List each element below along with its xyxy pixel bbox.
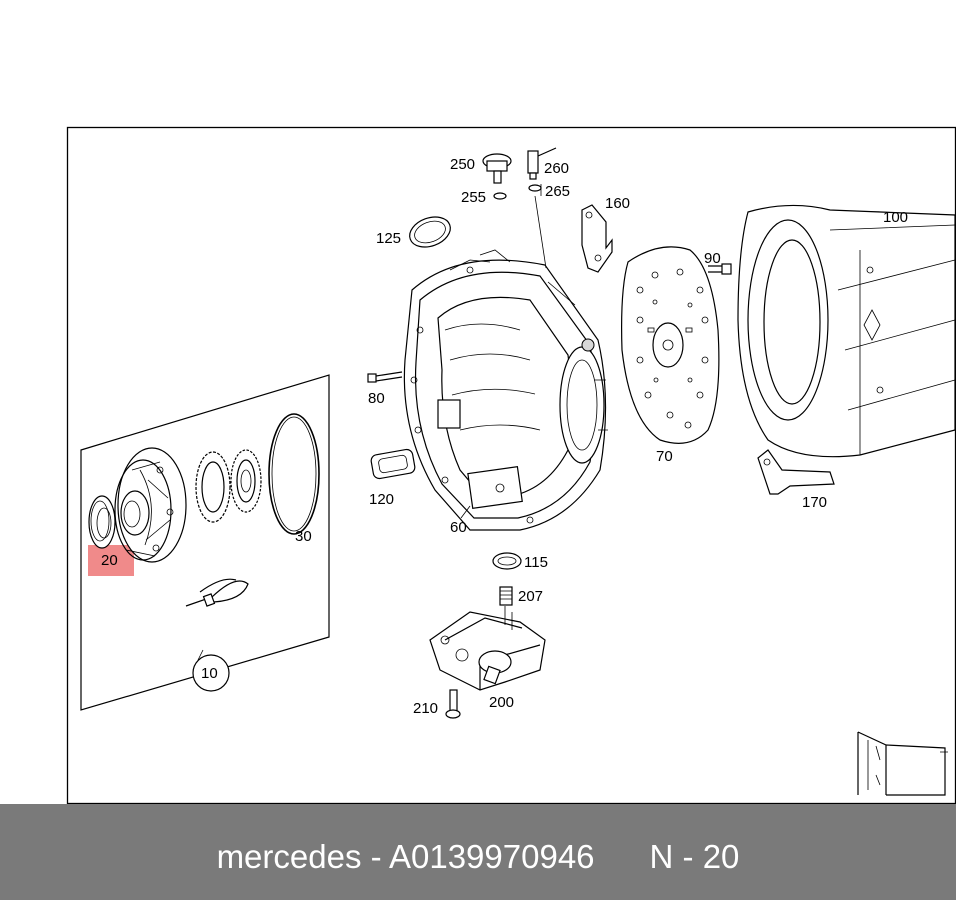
transmission-housing [737, 204, 956, 458]
bracket-160 [581, 204, 613, 273]
gasket-120 [370, 448, 416, 480]
position-label: N - 20 [649, 838, 740, 875]
callout-170: 170 [802, 494, 827, 511]
part-info-footer: mercedes - A0139970946 N - 20 [0, 804, 956, 900]
callout-30: 30 [295, 528, 312, 545]
callout-210: 210 [413, 700, 438, 717]
pump-unit-200 [429, 606, 546, 691]
callout-255: 255 [461, 189, 486, 206]
seal-ring-20 [88, 495, 116, 549]
callout-100: 100 [883, 209, 908, 226]
intermediate-plate-70 [621, 246, 720, 444]
callout-90: 90 [704, 250, 721, 267]
bolt-80 [367, 371, 403, 383]
callout-265: 265 [545, 183, 570, 200]
pump-housing [114, 447, 187, 563]
part-info-text: mercedes - A0139970946 N - 20 [0, 804, 956, 900]
callout-60: 60 [450, 519, 467, 536]
pump-outer-gear [195, 451, 231, 523]
callout-80: 80 [368, 390, 385, 407]
seal-255 [493, 192, 507, 200]
footer-separator: - [370, 838, 382, 875]
bolt-210 [445, 689, 461, 719]
callout-10: 10 [201, 665, 218, 682]
part-number: A0139970946 [388, 838, 595, 875]
bolt-90 [708, 263, 732, 275]
converter-housing-60 [403, 249, 608, 531]
callout-120: 120 [369, 491, 394, 508]
plug-207 [499, 586, 513, 606]
callout-20: 20 [101, 552, 118, 569]
callout-200: 200 [489, 694, 514, 711]
callout-115: 115 [524, 554, 548, 571]
callout-207: 207 [518, 588, 543, 605]
callout-125: 125 [376, 230, 401, 247]
bracket-170 [757, 449, 835, 495]
oil-pump-kit-panel [80, 374, 330, 711]
callout-250: 250 [450, 156, 475, 173]
connector-260 [527, 147, 557, 180]
transmission-thumbnail [857, 731, 948, 796]
pump-inner-gear [230, 449, 262, 513]
o-ring-30 [268, 413, 320, 535]
callout-160: 160 [605, 195, 630, 212]
brand-name: mercedes [216, 838, 362, 875]
seal-265 [528, 184, 542, 192]
callout-70: 70 [656, 448, 673, 465]
callout-10-circle [192, 654, 230, 692]
callout-260: 260 [544, 160, 569, 177]
seal-115 [492, 552, 522, 570]
breather-250 [482, 153, 512, 184]
cable-tie [185, 578, 249, 607]
cover-125 [409, 216, 451, 248]
